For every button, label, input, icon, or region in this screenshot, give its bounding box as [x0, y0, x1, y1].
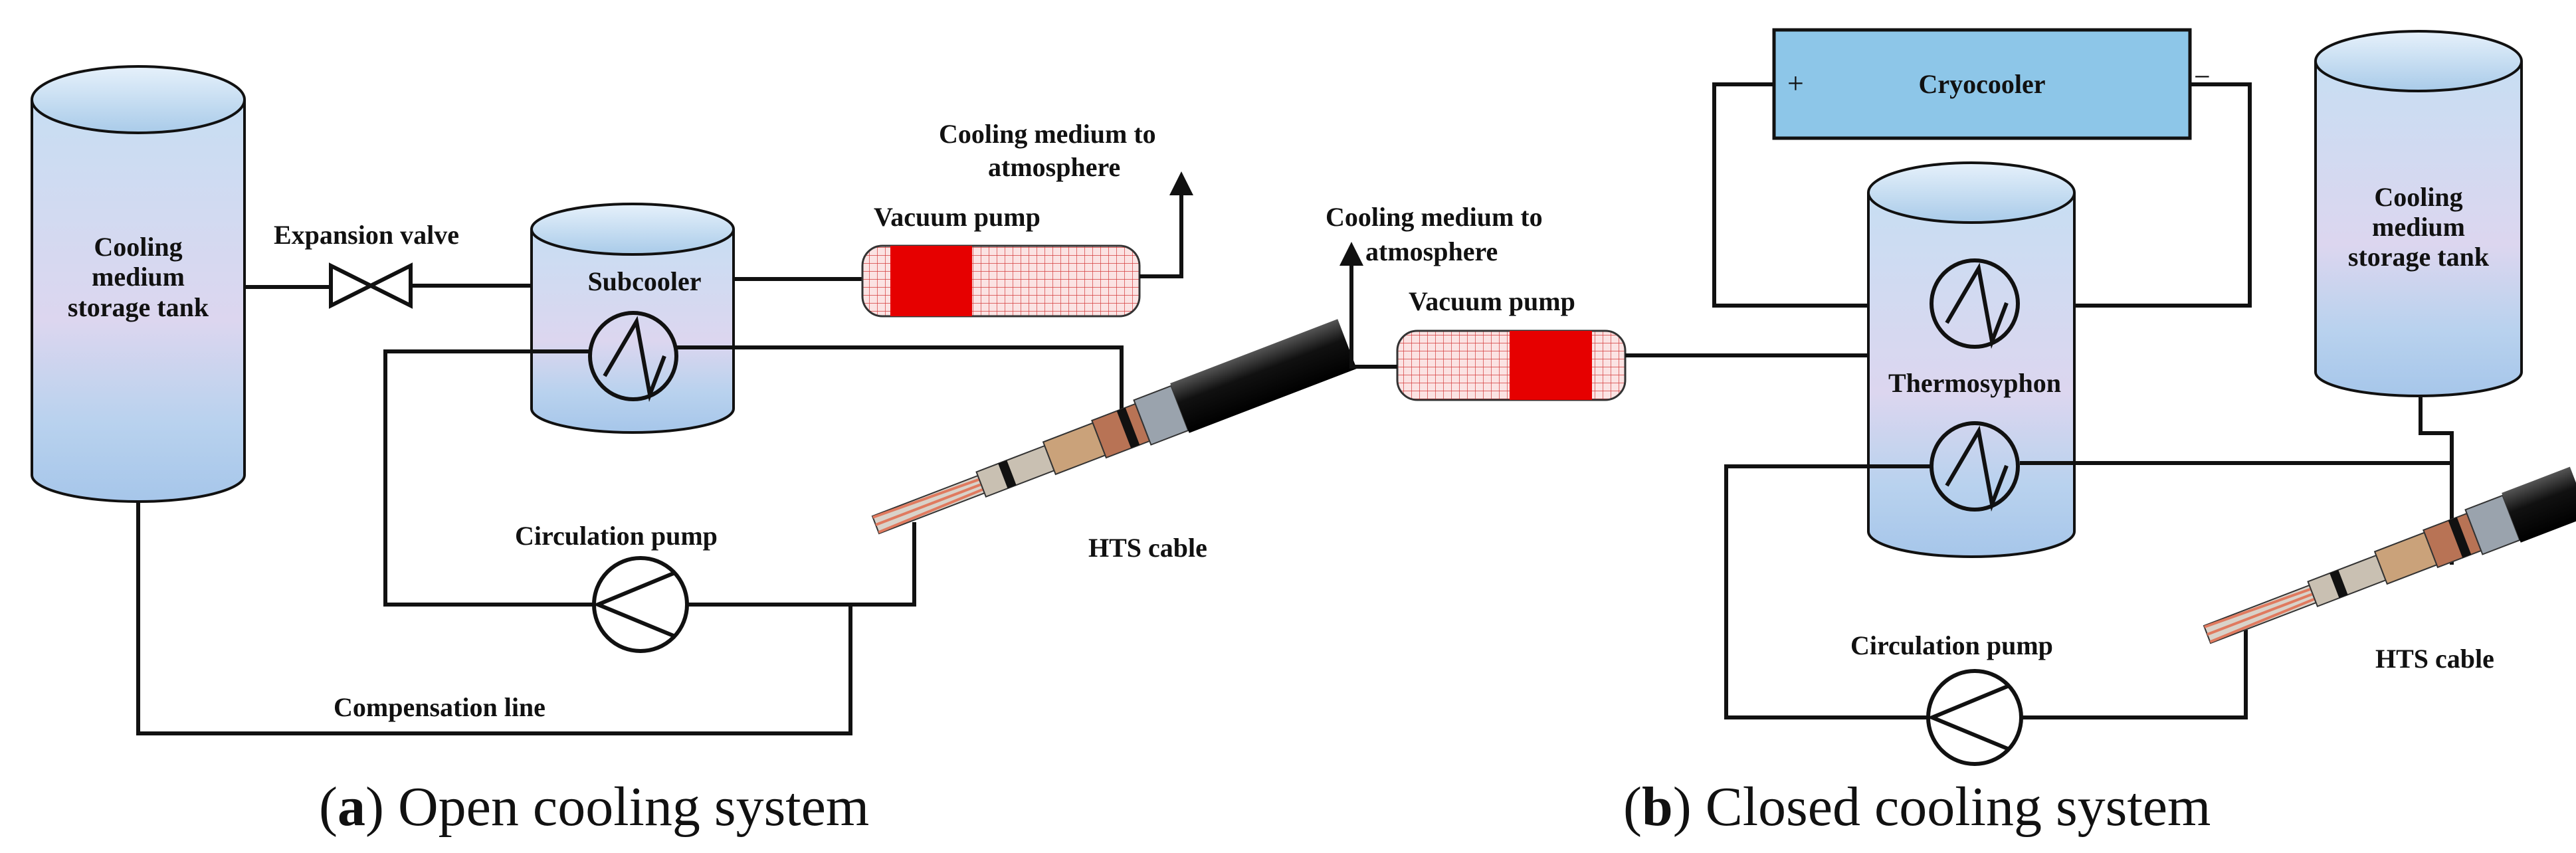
heat-exchanger-icon-a — [588, 311, 678, 403]
subcooler-label: Subcooler — [587, 266, 701, 296]
thermosyphon: Thermosyphon — [1867, 161, 2076, 558]
storage-tank-label-line-3: storage tank — [68, 292, 209, 322]
storage-tank-a: Cooling medium storage tank — [31, 65, 246, 503]
vacuum-pump-b-label: Vacuum pump — [1409, 286, 1575, 316]
expansion-valve-label: Expansion valve — [274, 220, 459, 250]
caption-a-letter: a — [338, 776, 365, 838]
storage-tank-b: Cooling medium storage tank — [2314, 30, 2523, 397]
pipe-cryocooler-return — [2020, 82, 2252, 308]
exhaust-a-label-line-2: atmosphere — [988, 152, 1120, 182]
cryocooler-label: Cryocooler — [1918, 69, 2045, 99]
vacuum-pump-a — [861, 244, 1141, 318]
pipe-storage-tank-b — [2419, 397, 2454, 465]
storage-tank-b-label-line-2: medium — [2372, 212, 2465, 242]
pipe-cryocooler-loop — [1712, 82, 1932, 308]
cryocooler: Cryocooler + − — [1772, 28, 2211, 140]
circulation-pump-a-label: Circulation pump — [515, 521, 718, 551]
pipe-coil-to-cable-a — [676, 345, 1124, 450]
storage-tank-label-line-1: Cooling — [94, 232, 182, 262]
cryocooler-minus: − — [2194, 60, 2211, 93]
caption-b: (b) Closed cooling system — [1623, 776, 2211, 838]
hts-cable-a — [871, 319, 1357, 535]
caption-b-letter: b — [1642, 776, 1673, 838]
compensation-line-label: Compensation line — [334, 692, 545, 722]
thermosyphon-label: Thermosyphon — [1888, 368, 2061, 398]
caption-a: (a) Open cooling system — [319, 776, 869, 838]
hts-cable-a-label: HTS cable — [1088, 533, 1207, 563]
pipe-pump-to-cable-a — [687, 522, 916, 607]
pipe-coil-loop-a — [383, 349, 593, 607]
pipe-pump-to-cable-b — [2021, 630, 2248, 719]
storage-tank-b-label-line-3: storage tank — [2348, 242, 2490, 272]
circulation-pump-b-label: Circulation pump — [1850, 630, 2053, 660]
hts-cable-b — [2203, 466, 2576, 644]
storage-tank-label-line-2: medium — [92, 262, 185, 292]
compensation-line — [136, 502, 852, 735]
caption-a-text: Open cooling system — [398, 776, 869, 838]
exhaust-arrow-b — [1339, 242, 1397, 369]
hts-cable-b-label: HTS cable — [2375, 644, 2494, 674]
exhaust-b-label-line-1: Cooling medium to — [1326, 202, 1543, 232]
caption-b-text: Closed cooling system — [1706, 776, 2211, 838]
pipe-coil-loop-b — [1724, 464, 1932, 719]
panel-a: Cooling medium storage tank Expansion va… — [31, 65, 1357, 838]
exhaust-arrow-a — [1139, 171, 1193, 278]
exhaust-a-label-line-1: Cooling medium to — [939, 119, 1156, 149]
panel-b: Cryocooler + − Thermosyphon Vacuum pum — [1326, 28, 2576, 838]
heat-exchanger-upper-icon — [1930, 258, 2020, 349]
storage-tank-b-label-line-1: Cooling — [2374, 182, 2462, 212]
circulation-pump-a — [592, 556, 689, 653]
vacuum-pump-b — [1396, 330, 1627, 401]
vacuum-pump-a-label: Vacuum pump — [874, 202, 1040, 232]
circulation-pump-b — [1926, 669, 2023, 766]
cryocooler-plus: + — [1787, 67, 1804, 100]
expansion-valve — [329, 262, 413, 309]
exhaust-b-label-line-2: atmosphere — [1365, 237, 1498, 266]
